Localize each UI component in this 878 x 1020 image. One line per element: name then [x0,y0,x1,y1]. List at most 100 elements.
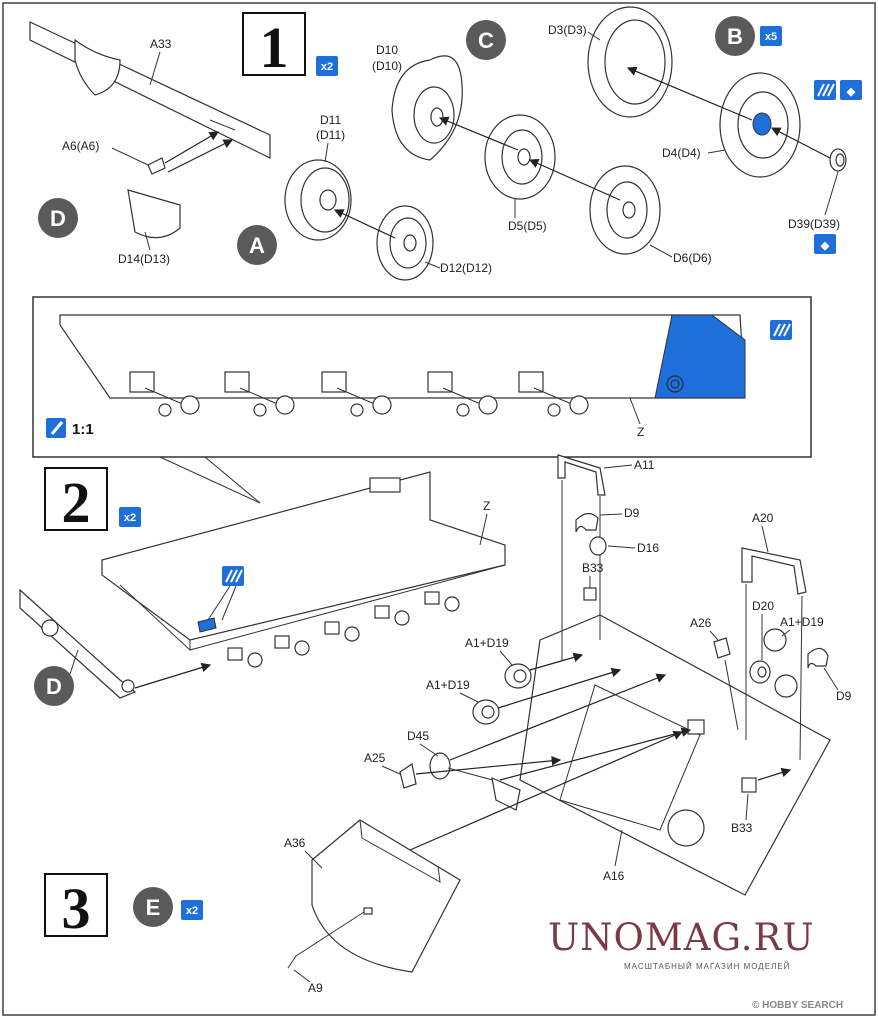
wheel-d3 [587,6,673,118]
label-d11b: (D11) [316,128,345,142]
hull-assembly [101,471,506,652]
step-3-multiplier: x2 [186,905,198,917]
part-a1-d19-c [763,628,798,698]
subassembly-d-wheel-2 [121,679,135,693]
label-b33-top: B33 [582,561,604,575]
hull-suspension [227,591,460,668]
step-1-multiplier-badge [316,56,338,76]
detail-paint-stripes [773,323,791,337]
watermark: UNOMAG.RU МАСШТАБНЫЙ МАГАЗИН МОДЕЛЕЙ © H… [548,916,843,1011]
step-2-number: 2 [62,470,91,535]
part-a11 [557,454,606,496]
part-d9-top [575,512,599,533]
wheel-d4-hub-highlight [752,112,772,136]
subassembly-d2: D [46,674,62,699]
label-a9: A9 [308,981,323,995]
step-1-number: 1 [260,15,289,80]
label-a1d19-b: A1+D19 [426,678,470,692]
part-d9-right [807,647,829,669]
hull-suspension-1 [227,647,263,668]
subassembly-d-wheel [41,619,59,637]
hull-suspension-5 [424,591,460,612]
detail-panel: Z 1:1 [32,296,812,504]
detail-sprocket-hub-inner [670,379,680,389]
label-d45: D45 [407,729,429,743]
subassembly-a-circle [237,225,277,265]
d39-cement-icon [814,234,836,254]
step-3-number: 3 [62,876,91,941]
step-1-multiplier: x2 [321,61,333,73]
d4-paint-stripes [817,83,835,97]
subassembly-e: E [146,895,161,920]
part-d16 [589,536,607,556]
hull-paint-stripes [225,569,243,583]
subassembly-d: D [50,206,66,231]
d4-cement-glyph: ◆ [846,86,856,98]
detail-hull-side [59,314,746,399]
subassembly-b-multiplier-badge [760,26,782,46]
label-d10: D10 [376,43,398,57]
step-2-box [44,467,108,531]
rear-plate-assembly [519,614,831,896]
part-a26 [713,637,731,659]
subassembly-d2-circle [34,666,74,706]
label-a6: A6(A6) [62,139,99,153]
step-2-multiplier-badge [119,507,141,527]
part-d14 [127,189,181,239]
part-a1-d19-a [504,663,532,689]
fender-a33 [29,21,271,159]
watermark-corner: © HOBBY SEARCH [752,1000,843,1011]
step-1-box [242,12,306,76]
d39-cement-glyph: ◆ [820,240,830,252]
label-z-step2: Z [483,499,490,513]
part-a9 [287,911,365,969]
part-d20 [749,660,771,684]
detail-sprocket-hub [666,375,684,393]
detail-scale: 1:1 [72,421,94,438]
subassembly-c: C [478,28,494,53]
part-b33-top [583,587,597,601]
label-d11: D11 [320,113,341,127]
label-a20: A20 [752,511,774,525]
subassembly-c-circle [466,20,506,60]
hull-suspension-4 [374,605,410,626]
step-3-box [44,873,108,937]
wheel-d4 [719,72,801,178]
label-d9-right: D9 [836,689,852,703]
step-3-multiplier-badge [181,900,203,920]
hull-suspension-2 [274,635,310,656]
label-d3: D3(D3) [548,23,587,37]
step-2: 2 x2 Z D [19,454,852,896]
label-a16: A16 [603,869,625,883]
label-d20: D20 [752,599,774,613]
sprocket-d6 [589,165,661,255]
wheel-d11 [284,159,352,241]
label-a36: A36 [284,836,306,850]
label-d6: D6(D6) [673,251,712,265]
detail-suspension-1 [129,371,200,417]
label-d9-top: D9 [624,506,640,520]
detail-scale-glyph [50,421,64,435]
part-d45 [429,752,521,811]
detail-callout-pointer [159,456,261,504]
label-d4: D4(D4) [662,146,701,160]
step-3: 3 E x2 A36 A9 [44,730,684,995]
label-d39: D39(D39) [788,217,840,231]
label-d12: D12(D12) [440,261,492,275]
part-d39 [829,148,847,172]
part-b33-bottom [741,777,757,793]
subassembly-a: A [249,233,265,258]
detail-suspension-3 [321,371,392,417]
label-b33-bottom: B33 [731,821,753,835]
d4-cement-icon [840,80,862,100]
sprocket-d10 [391,55,463,161]
subassembly-d-circle [38,198,78,238]
label-d5: D5(D5) [508,219,547,233]
watermark-subtitle: МАСШТАБНЫЙ МАГАЗИН МОДЕЛЕЙ [624,962,790,971]
label-d10b: (D10) [372,59,402,73]
label-a11: A11 [634,458,655,472]
detail-suspension-4 [427,371,498,417]
label-d14: D14(D13) [118,252,170,266]
subassembly-b: B [727,24,743,49]
